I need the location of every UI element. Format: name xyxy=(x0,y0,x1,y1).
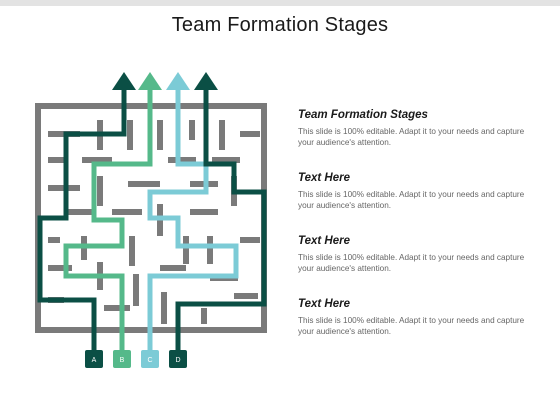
badge-c: C xyxy=(141,350,159,368)
text-block-heading: Text Here xyxy=(298,172,350,184)
text-block-heading: Team Formation Stages xyxy=(298,109,428,121)
page-title: Team Formation Stages xyxy=(171,14,389,36)
arrow-c xyxy=(166,72,190,90)
text-block-1: Team Formation Stages This slide is 100%… xyxy=(298,109,538,148)
path-d xyxy=(175,86,267,354)
top-bar xyxy=(0,0,560,6)
path-c xyxy=(147,86,239,354)
svg-text:A: A xyxy=(92,357,97,364)
path-a xyxy=(37,86,127,354)
badge-a: A xyxy=(85,350,103,368)
text-block-2: Text Here This slide is 100% editable. A… xyxy=(298,172,538,211)
arrow-b xyxy=(138,72,162,90)
svg-text:D: D xyxy=(175,357,180,364)
arrow-d xyxy=(194,72,218,90)
text-block-body: This slide is 100% editable. Adapt it to… xyxy=(298,316,525,336)
text-block-heading: Text Here xyxy=(298,298,350,310)
svg-text:C: C xyxy=(147,357,152,364)
badge-b: B xyxy=(113,350,131,368)
text-block-body: This slide is 100% editable. Adapt it to… xyxy=(298,253,525,273)
text-block-3: Text Here This slide is 100% editable. A… xyxy=(298,235,538,274)
text-block-heading: Text Here xyxy=(298,235,350,247)
arrow-a xyxy=(112,72,136,90)
path-b xyxy=(63,86,153,354)
text-block-body: This slide is 100% editable. Adapt it to… xyxy=(298,190,525,210)
text-block-body: This slide is 100% editable. Adapt it to… xyxy=(298,127,525,147)
badge-d: D xyxy=(169,350,187,368)
text-block-4: Text Here This slide is 100% editable. A… xyxy=(298,298,538,337)
svg-text:B: B xyxy=(120,357,125,364)
